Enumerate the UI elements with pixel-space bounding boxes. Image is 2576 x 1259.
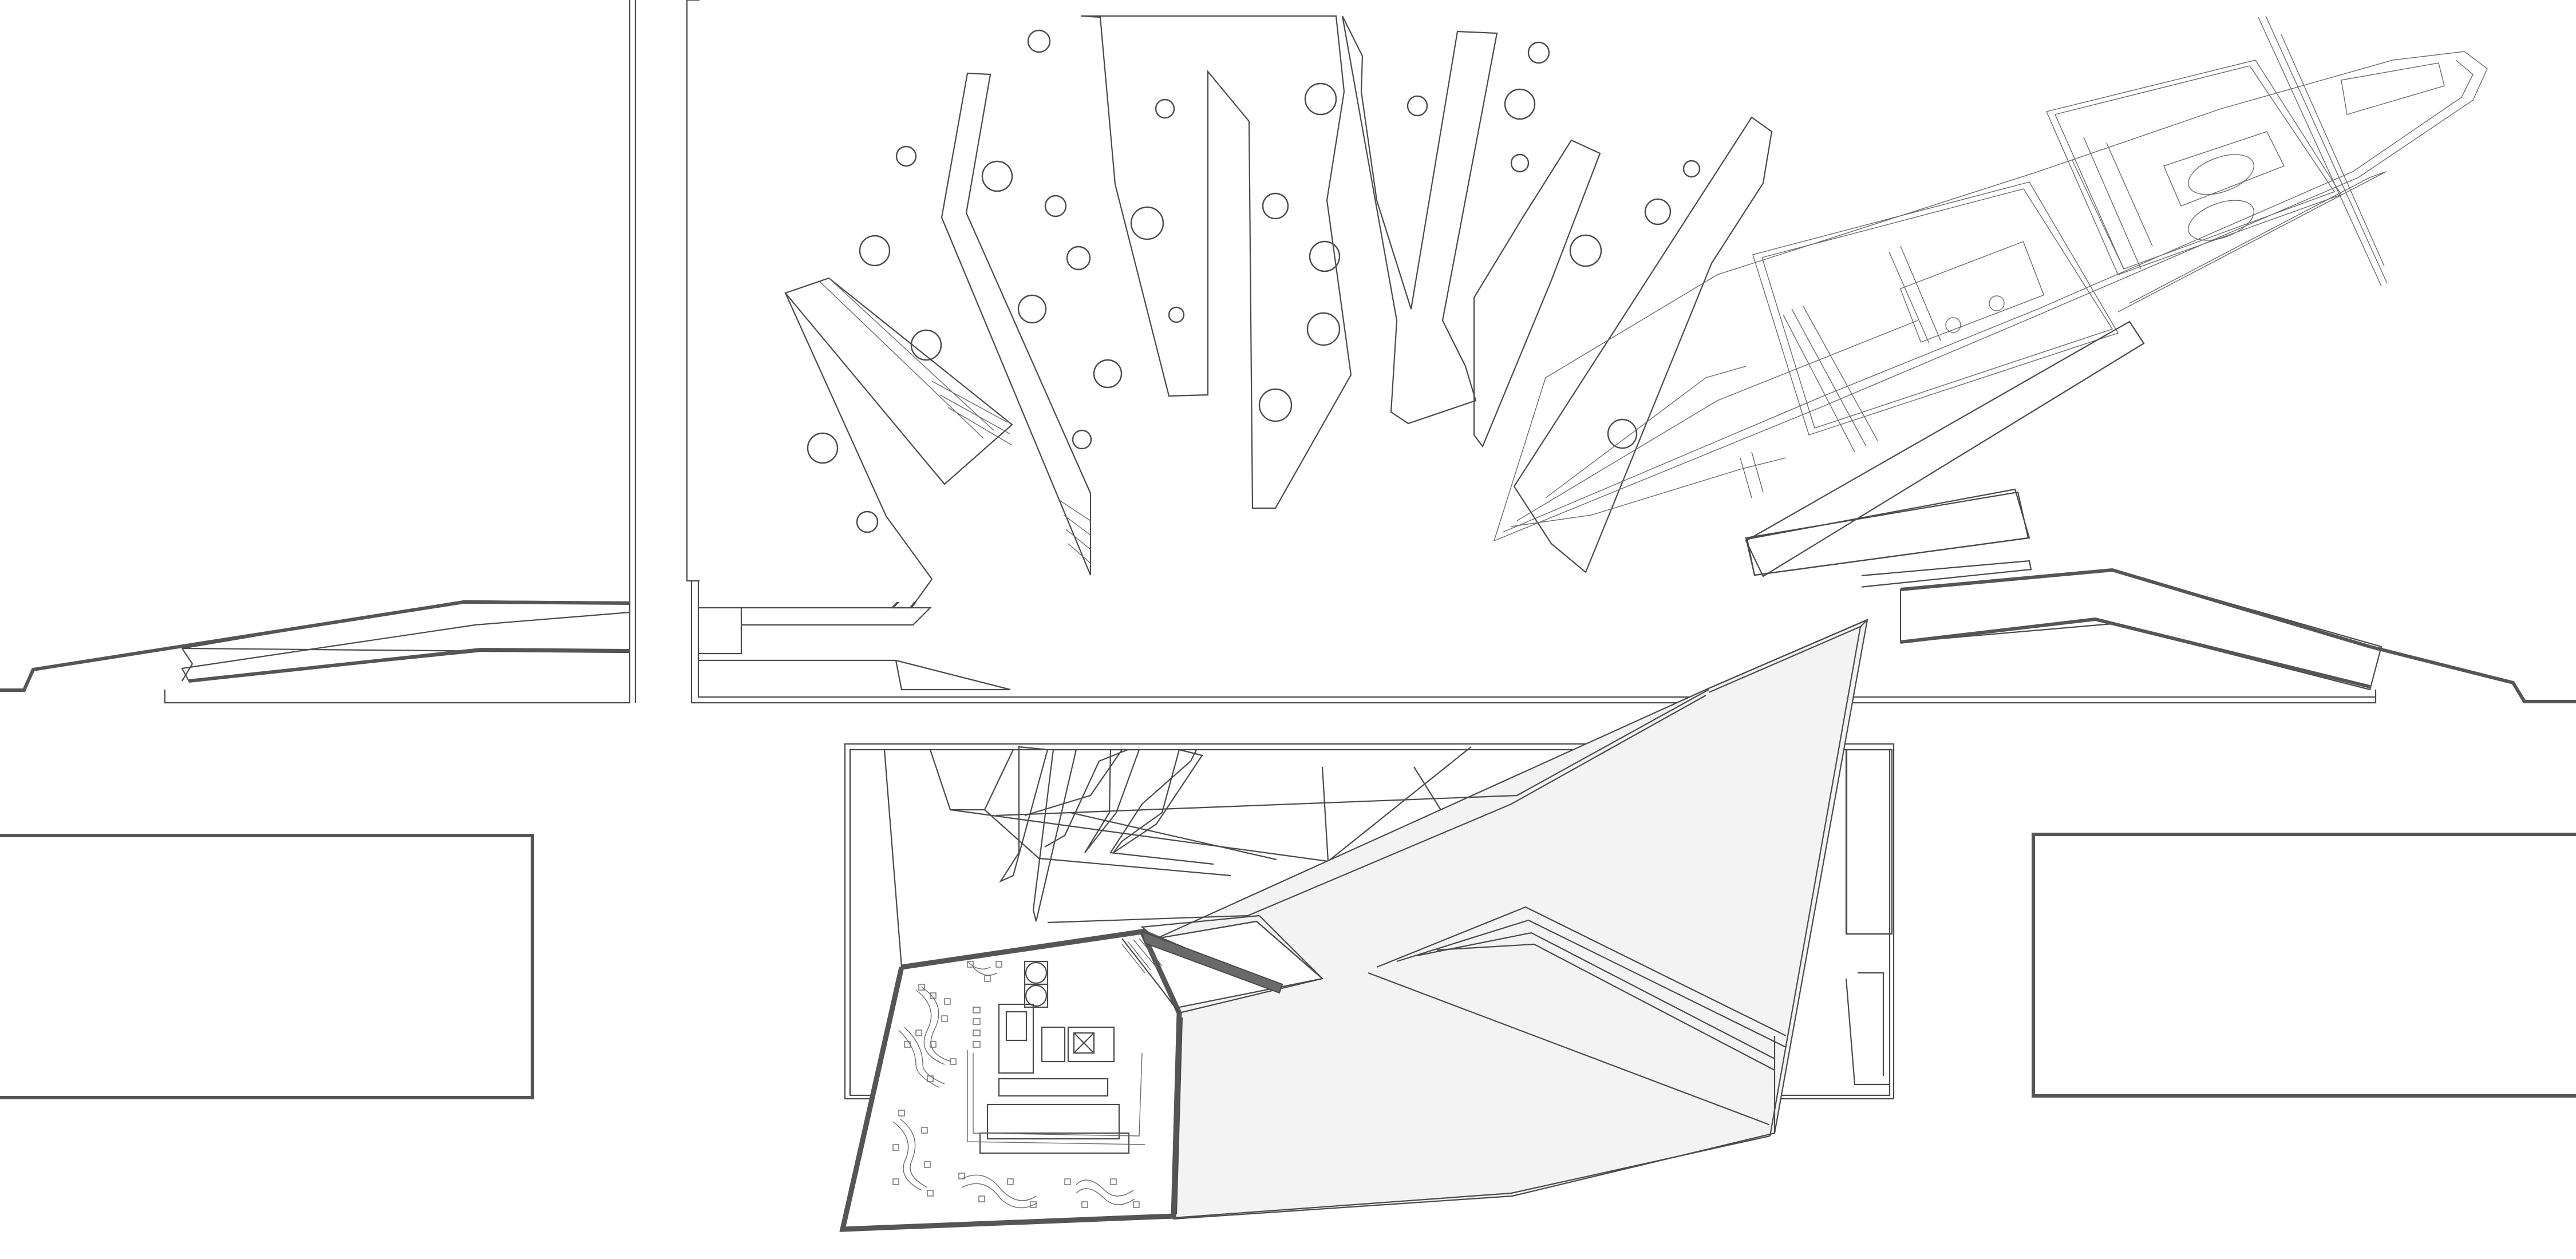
angled-walks	[1745, 320, 2145, 577]
right-lower-building	[2032, 833, 2576, 1098]
seating-pods	[892, 961, 1135, 1209]
ship-drawing	[1493, 15, 2488, 542]
final-shards	[700, 0, 1862, 608]
pavilion	[839, 929, 1283, 1232]
left-upper-block	[0, 0, 637, 704]
chairs	[892, 961, 1140, 1208]
trees	[807, 29, 1701, 533]
left-lower-building	[0, 834, 534, 1099]
